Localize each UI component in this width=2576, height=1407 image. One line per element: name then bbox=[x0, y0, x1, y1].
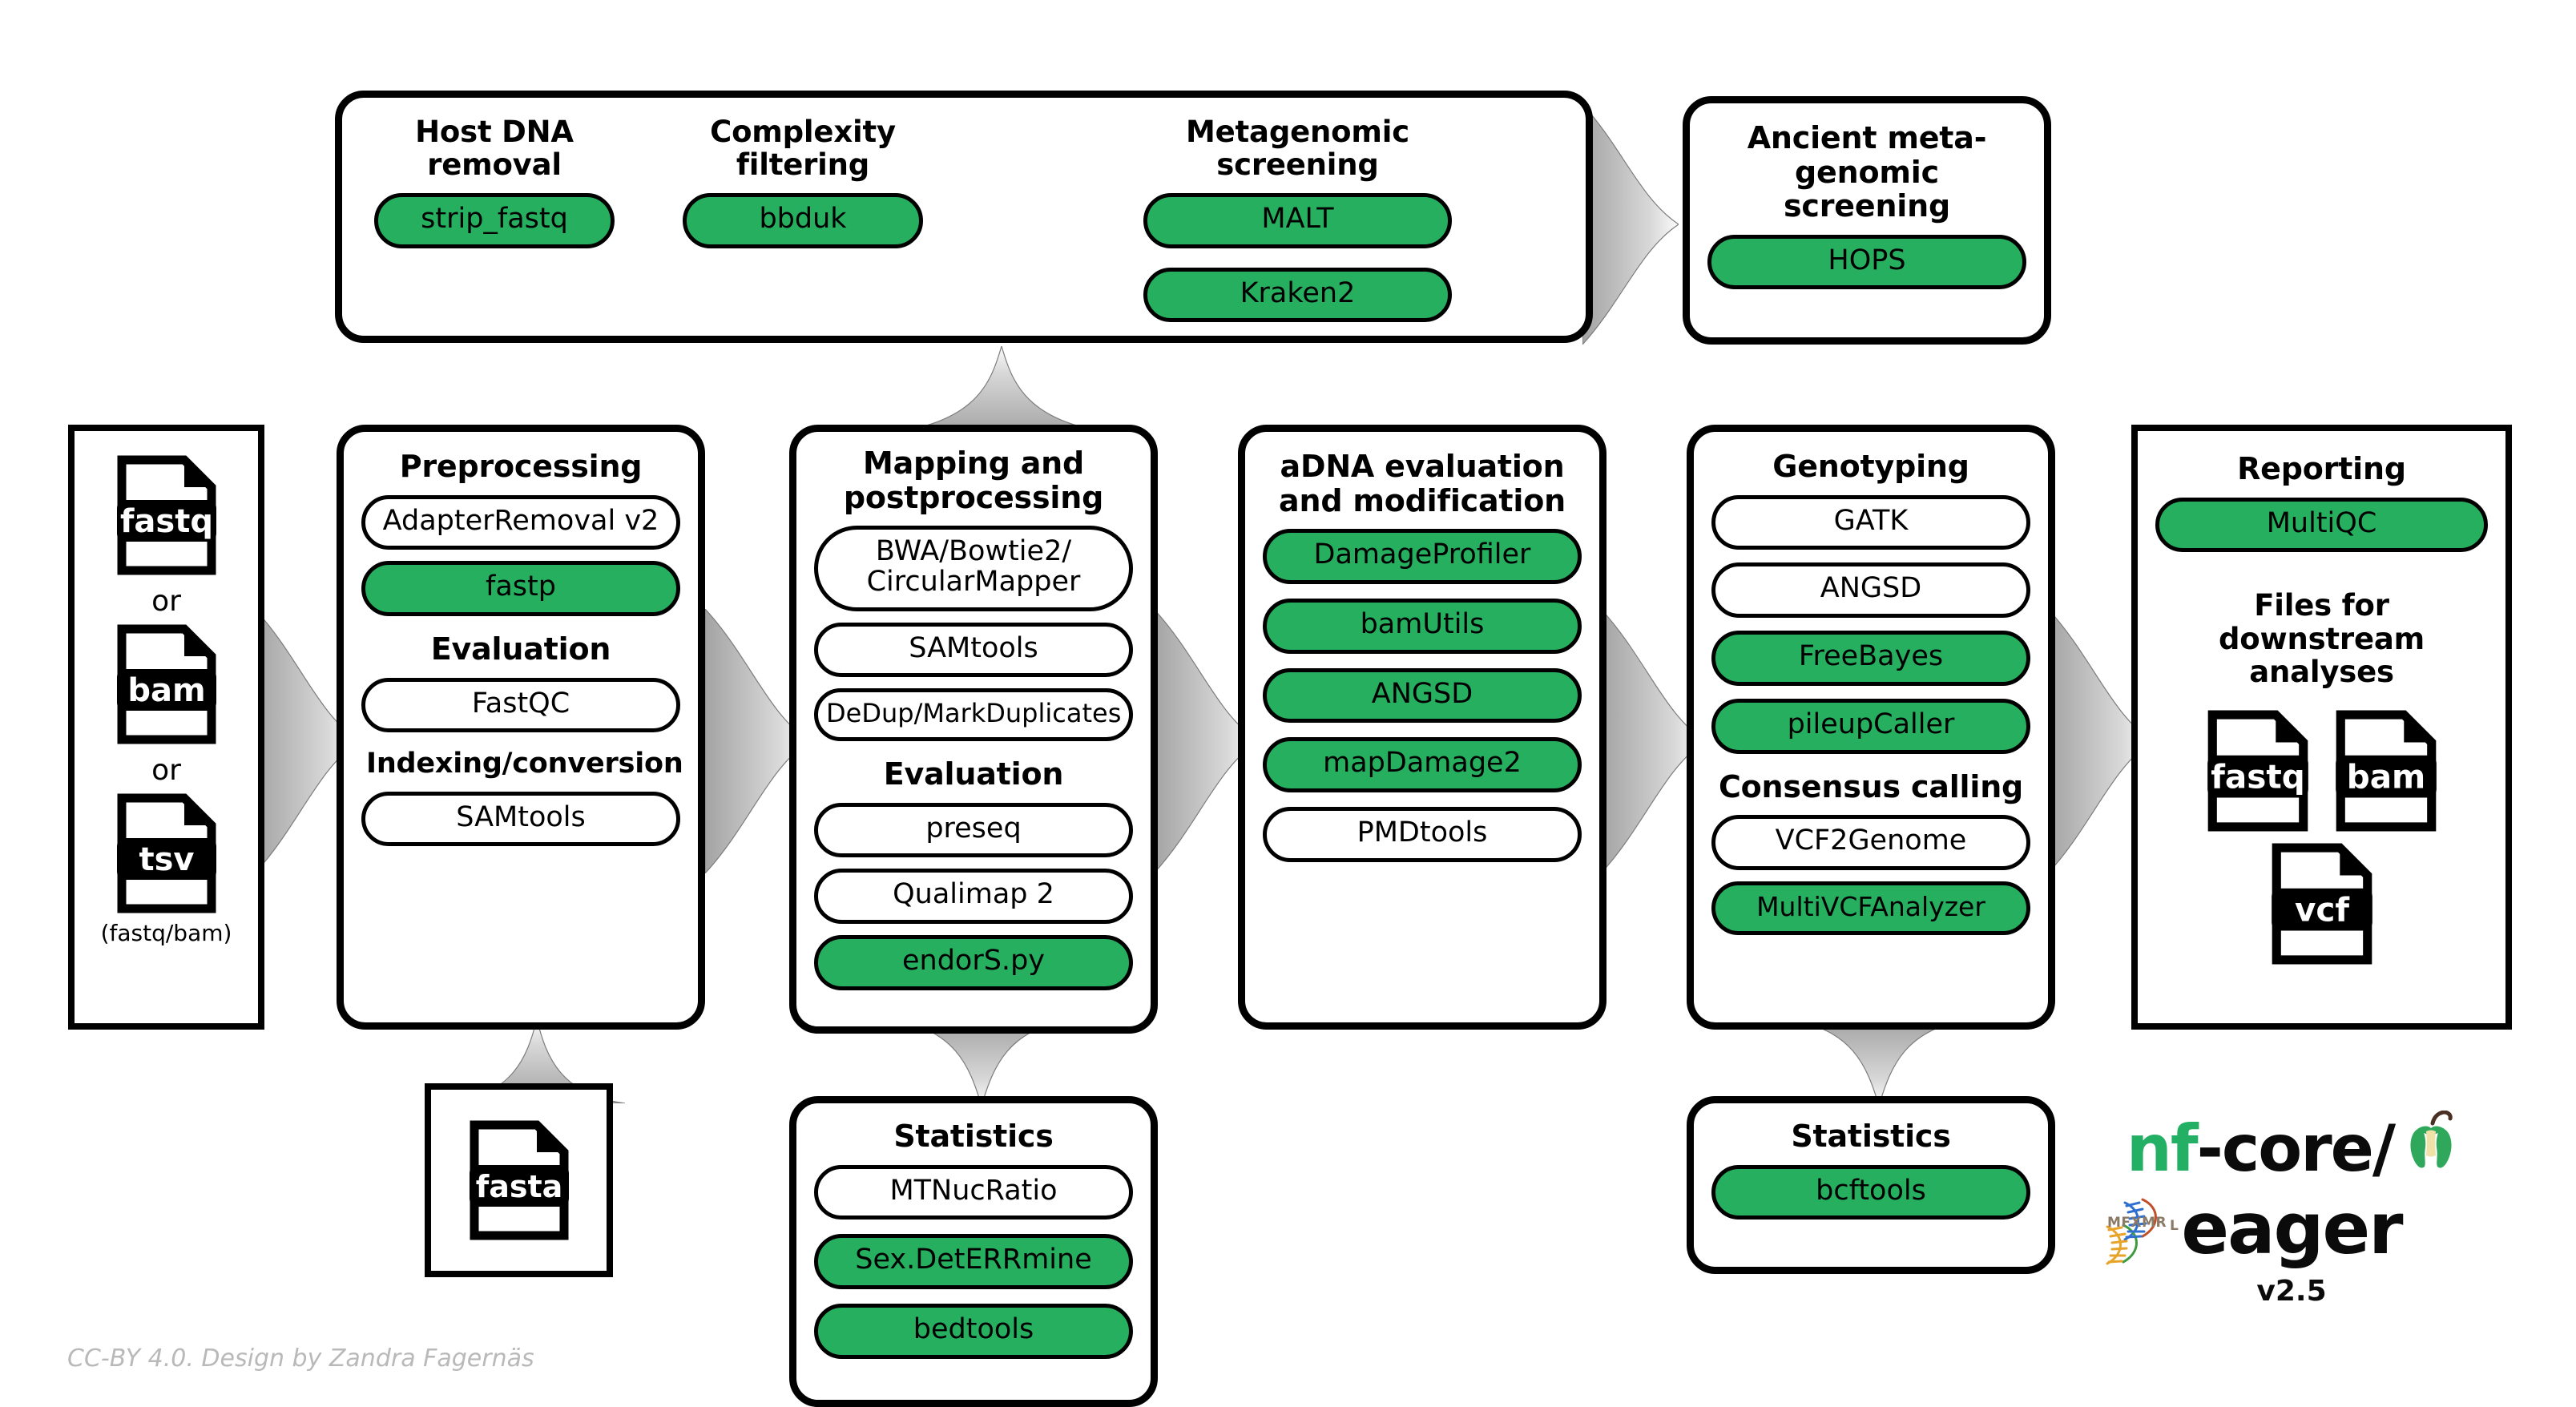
tool-pill-vcf2genome[interactable]: VCF2Genome bbox=[1711, 815, 2030, 871]
subsection-title-evaluation: Evaluation bbox=[430, 631, 611, 667]
svg-text:fastq: fastq bbox=[2211, 757, 2304, 796]
credit-text: CC-BY 4.0. Design by Zandra Fagernäs bbox=[67, 1345, 534, 1373]
subsection-title-evaluation-mapping: Evaluation bbox=[883, 756, 1064, 792]
or-label-1: or bbox=[151, 585, 181, 618]
tool-pill-multivcfanalyzer[interactable]: MultiVCFAnalyzer bbox=[1711, 881, 2030, 935]
fastq-file-icon: fastq bbox=[116, 455, 216, 575]
preprocessing-panel: Preprocessing AdapterRemoval v2 fastp Ev… bbox=[337, 425, 705, 1030]
tool-pill-fastp[interactable]: fastp bbox=[361, 561, 680, 617]
arrow-genotyping-to-statistics bbox=[1787, 1019, 1971, 1106]
top-section-complexity-filtering: Complexity filtering bbduk bbox=[683, 115, 923, 260]
arrow-screening-to-ancient bbox=[1582, 104, 1679, 345]
input-files-panel: fastq or bam or bbox=[68, 425, 264, 1030]
bam-file-icon: bam bbox=[116, 624, 216, 744]
section-title: Host DNA removal bbox=[415, 115, 574, 183]
logo-wordmark-bottom: MFXMR L eager bbox=[2099, 1187, 2484, 1270]
panel-title-mapping: Mapping and postprocessing bbox=[843, 445, 1104, 515]
tool-pill-malt[interactable]: MALT bbox=[1143, 192, 1452, 248]
downstream-files-title: Files for downstream analyses bbox=[2218, 588, 2425, 690]
tool-pill-pmdtools[interactable]: PMDtools bbox=[1263, 807, 1582, 863]
logo-wordmark-top: nf-core/ bbox=[2099, 1110, 2484, 1187]
svg-text:L: L bbox=[2170, 1218, 2179, 1234]
logo-nf-text: nf bbox=[2126, 1111, 2199, 1186]
tool-pill-strip-fastq[interactable]: strip_fastq bbox=[374, 192, 615, 248]
nf-core-eager-logo: nf-core/ bbox=[2099, 1110, 2484, 1350]
svg-text:bam: bam bbox=[2346, 757, 2425, 796]
downstream-file-row: fastq bam bbox=[2155, 710, 2488, 832]
tool-pill-kraken2[interactable]: Kraken2 bbox=[1143, 267, 1452, 323]
tool-pill-samtools-preproc[interactable]: SAMtools bbox=[361, 791, 680, 847]
tool-pill-bamutils[interactable]: bamUtils bbox=[1263, 598, 1582, 654]
logo-version: v2.5 bbox=[2256, 1275, 2327, 1308]
statistics-right-panel: Statistics bcftools bbox=[1687, 1096, 2055, 1274]
subsection-title-consensus-calling: Consensus calling bbox=[1718, 768, 2024, 804]
tool-pill-bcftools[interactable]: bcftools bbox=[1711, 1164, 2030, 1220]
input-file-bam: bam bbox=[86, 624, 247, 748]
tool-pill-samtools-mapping[interactable]: SAMtools bbox=[814, 622, 1133, 678]
adna-panel: aDNA evaluation and modification DamageP… bbox=[1238, 425, 1606, 1030]
svg-text:vcf: vcf bbox=[2294, 890, 2348, 929]
section-title: Complexity filtering bbox=[710, 115, 896, 183]
panel-title-preprocessing: Preprocessing bbox=[399, 449, 643, 484]
ancient-screening-panel: Ancient meta- genomic screening HOPS bbox=[1683, 96, 2051, 345]
tool-pill-pileupcaller[interactable]: pileupCaller bbox=[1711, 698, 2030, 754]
tool-pill-angsd-genotyping[interactable]: ANGSD bbox=[1711, 562, 2030, 619]
tool-pill-sex-deterrmine[interactable]: Sex.DetERRmine bbox=[814, 1234, 1133, 1290]
top-strip-panel: Host DNA removal strip_fastq Complexity … bbox=[335, 91, 1593, 343]
panel-title-statistics-left: Statistics bbox=[893, 1119, 1054, 1154]
panel-title-statistics-right: Statistics bbox=[1791, 1119, 1951, 1154]
subsection-title-indexing-conversion: Indexing/conversion bbox=[366, 748, 683, 780]
tool-pill-angsd-adna[interactable]: ANGSD bbox=[1263, 667, 1582, 724]
statistics-left-panel: Statistics MTNucRatio Sex.DetERRmine bed… bbox=[789, 1096, 1158, 1407]
input-file-fastq: fastq bbox=[86, 455, 247, 579]
tool-pill-bwa-bowtie2-circularmapper[interactable]: BWA/Bowtie2/ CircularMapper bbox=[814, 526, 1133, 611]
reporting-panel: Reporting MultiQC Files for downstream a… bbox=[2131, 425, 2512, 1030]
vcf-file-icon: vcf bbox=[2269, 843, 2375, 965]
tool-pill-mapdamage2[interactable]: mapDamage2 bbox=[1263, 737, 1582, 793]
panel-title-reporting: Reporting bbox=[2237, 451, 2406, 486]
tool-pill-gatk[interactable]: GATK bbox=[1711, 494, 2030, 550]
logo-eager-text: eager bbox=[2181, 1187, 2403, 1270]
tool-pill-dedup-markduplicates[interactable]: DeDup/MarkDuplicates bbox=[814, 688, 1133, 742]
section-title: Metagenomic screening bbox=[1186, 115, 1409, 183]
fastq-file-icon: fastq bbox=[2205, 710, 2311, 832]
tool-pill-preseq[interactable]: preseq bbox=[814, 802, 1133, 858]
mapping-panel: Mapping and postprocessing BWA/Bowtie2/ … bbox=[789, 425, 1158, 1034]
tool-pill-bbduk[interactable]: bbduk bbox=[683, 192, 923, 248]
panel-title-genotyping: Genotyping bbox=[1772, 449, 1969, 484]
tool-pill-bedtools[interactable]: bedtools bbox=[814, 1304, 1133, 1359]
genotyping-panel: Genotyping GATK ANGSD FreeBayes pileupCa… bbox=[1687, 425, 2055, 1030]
or-label-2: or bbox=[151, 754, 181, 787]
tool-pill-adapterremoval[interactable]: AdapterRemoval v2 bbox=[361, 494, 680, 550]
svg-text:MFXMR: MFXMR bbox=[2107, 1215, 2167, 1231]
file-label: fastq bbox=[120, 503, 213, 540]
input-file-tsv: tsv bbox=[86, 793, 247, 917]
reference-file-fasta: fasta bbox=[431, 1120, 607, 1244]
tool-pill-damageprofiler[interactable]: DamageProfiler bbox=[1263, 529, 1582, 584]
top-section-metagenomic-screening: Metagenomic screening MALT Kraken2 bbox=[1143, 115, 1452, 333]
tool-pill-qualimap2[interactable]: Qualimap 2 bbox=[814, 869, 1133, 925]
tool-pill-freebayes[interactable]: FreeBayes bbox=[1711, 631, 2030, 686]
arrow-mapping-to-top-strip bbox=[869, 346, 1134, 436]
input-files-note: (fastq/bam) bbox=[100, 920, 232, 946]
tool-pill-endors-py[interactable]: endorS.py bbox=[814, 935, 1133, 990]
svg-text:fasta: fasta bbox=[475, 1169, 562, 1204]
panel-title-adna: aDNA evaluation and modification bbox=[1279, 449, 1566, 518]
reference-fasta-panel: fasta bbox=[425, 1083, 613, 1277]
logo-core-text: -core/ bbox=[2196, 1111, 2397, 1186]
tool-pill-hops[interactable]: HOPS bbox=[1707, 234, 2026, 290]
panel-title-ancient-screening: Ancient meta- genomic screening bbox=[1747, 120, 1987, 224]
apple-core-icon bbox=[2405, 1110, 2457, 1187]
tool-pill-mtnucratio[interactable]: MTNucRatio bbox=[814, 1164, 1133, 1220]
top-section-host-dna-removal: Host DNA removal strip_fastq bbox=[374, 115, 615, 260]
dna-helix-icon: MFXMR L bbox=[2096, 1191, 2191, 1282]
tool-pill-fastqc[interactable]: FastQC bbox=[361, 677, 680, 733]
tsv-file-icon: tsv bbox=[116, 793, 216, 913]
fasta-file-icon: fasta bbox=[469, 1120, 569, 1240]
svg-text:tsv: tsv bbox=[139, 841, 194, 878]
bam-file-icon: bam bbox=[2333, 710, 2439, 832]
tool-pill-multiqc[interactable]: MultiQC bbox=[2155, 497, 2488, 553]
svg-text:bam: bam bbox=[127, 672, 205, 709]
downstream-file-row-2: vcf bbox=[2155, 843, 2488, 965]
